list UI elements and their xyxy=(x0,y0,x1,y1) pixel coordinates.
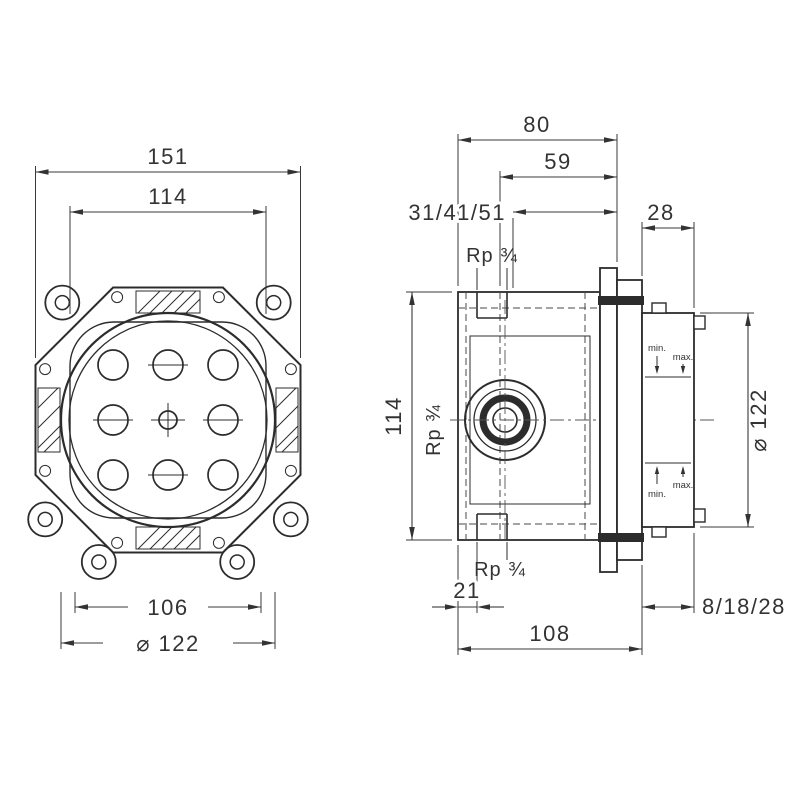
top-port xyxy=(476,292,508,319)
ear-bolt-holes xyxy=(37,294,299,570)
dim-overall-width: 151 xyxy=(35,144,301,358)
housing-circle-inner xyxy=(68,320,268,520)
hatch-tab-top xyxy=(135,290,201,314)
clip-bar-top xyxy=(598,296,644,305)
dim-label-106: 106 xyxy=(147,595,188,620)
dim-label-diameter-122-front: ⌀ 122 xyxy=(136,631,200,656)
cover-tabs xyxy=(651,302,706,538)
mounting-ring xyxy=(616,279,643,561)
dim-overall-length: 108 xyxy=(458,565,643,655)
hatch-tab-left xyxy=(37,387,61,453)
dim-label-80: 80 xyxy=(523,112,550,137)
dim-total-depth: 80 xyxy=(457,112,618,286)
dim-label-114-side: 114 xyxy=(381,396,406,436)
hatch-tab-bottom xyxy=(135,526,201,550)
flange-screw-holes xyxy=(39,291,297,549)
center-hole xyxy=(151,403,185,437)
dim-label-28: 28 xyxy=(647,200,674,225)
dim-label-108: 108 xyxy=(529,621,570,646)
thread-label-bottom: Rp ¾ xyxy=(474,559,526,581)
dim-label-8-18-28: 8/18/28 xyxy=(702,594,786,619)
minmax-reference-lines xyxy=(645,376,691,464)
thread-label-top: Rp ¾ xyxy=(466,245,518,267)
dim-label-151: 151 xyxy=(147,144,188,169)
mounting-ears xyxy=(27,284,309,580)
dim-inner-depth: 59 xyxy=(499,149,617,286)
hatch-tab-right xyxy=(275,387,299,453)
dim-trim-adjust-range: 8/18/28 xyxy=(642,533,786,619)
dim-install-depth-range: 31/41/51 xyxy=(405,197,617,288)
side-view-dimensions: 80 59 31/41/51 28 114 xyxy=(381,112,786,655)
dim-label-114-front: 114 xyxy=(148,184,188,209)
protection-cover xyxy=(641,312,695,528)
dim-label-diameter-122-side: ⌀ 122 xyxy=(746,388,771,452)
dim-flange-diameter: ⌀ 122 xyxy=(60,592,276,656)
min-label-top: min. xyxy=(648,343,666,354)
max-label-top: max. xyxy=(673,352,694,363)
bottom-port xyxy=(476,513,508,540)
dim-body-height: 114 xyxy=(381,291,452,541)
front-view xyxy=(27,284,309,580)
minmax-annotations: min. max. min. max. xyxy=(648,343,693,500)
flange-plate xyxy=(599,267,618,573)
dim-cover-depth: 28 xyxy=(641,200,695,308)
dim-label-31-41-51: 31/41/51 xyxy=(408,200,506,225)
dim-label-59: 59 xyxy=(544,149,571,174)
thread-label-center: Rp ¾ xyxy=(423,404,445,456)
dim-label-21: 21 xyxy=(453,578,480,603)
port-slot-lines xyxy=(93,364,243,476)
clip-bar-bottom xyxy=(598,533,644,542)
dim-plate-width: 114 xyxy=(69,184,267,314)
dim-lower-width: 106 xyxy=(74,592,262,620)
max-label-bottom: max. xyxy=(673,480,694,491)
front-view-dimensions: 151 114 106 ⌀ 122 xyxy=(35,144,301,656)
dim-bottom-inlet-offset: 21 xyxy=(432,545,504,655)
thread-labels: Rp ¾ Rp ¾ Rp ¾ xyxy=(420,242,528,584)
dim-cover-diameter: ⌀ 122 xyxy=(700,312,771,528)
min-label-bottom: min. xyxy=(648,489,666,500)
function-block-plate xyxy=(69,321,267,519)
side-view: min. max. min. max. Rp ¾ Rp ¾ Rp ¾ xyxy=(420,242,716,584)
